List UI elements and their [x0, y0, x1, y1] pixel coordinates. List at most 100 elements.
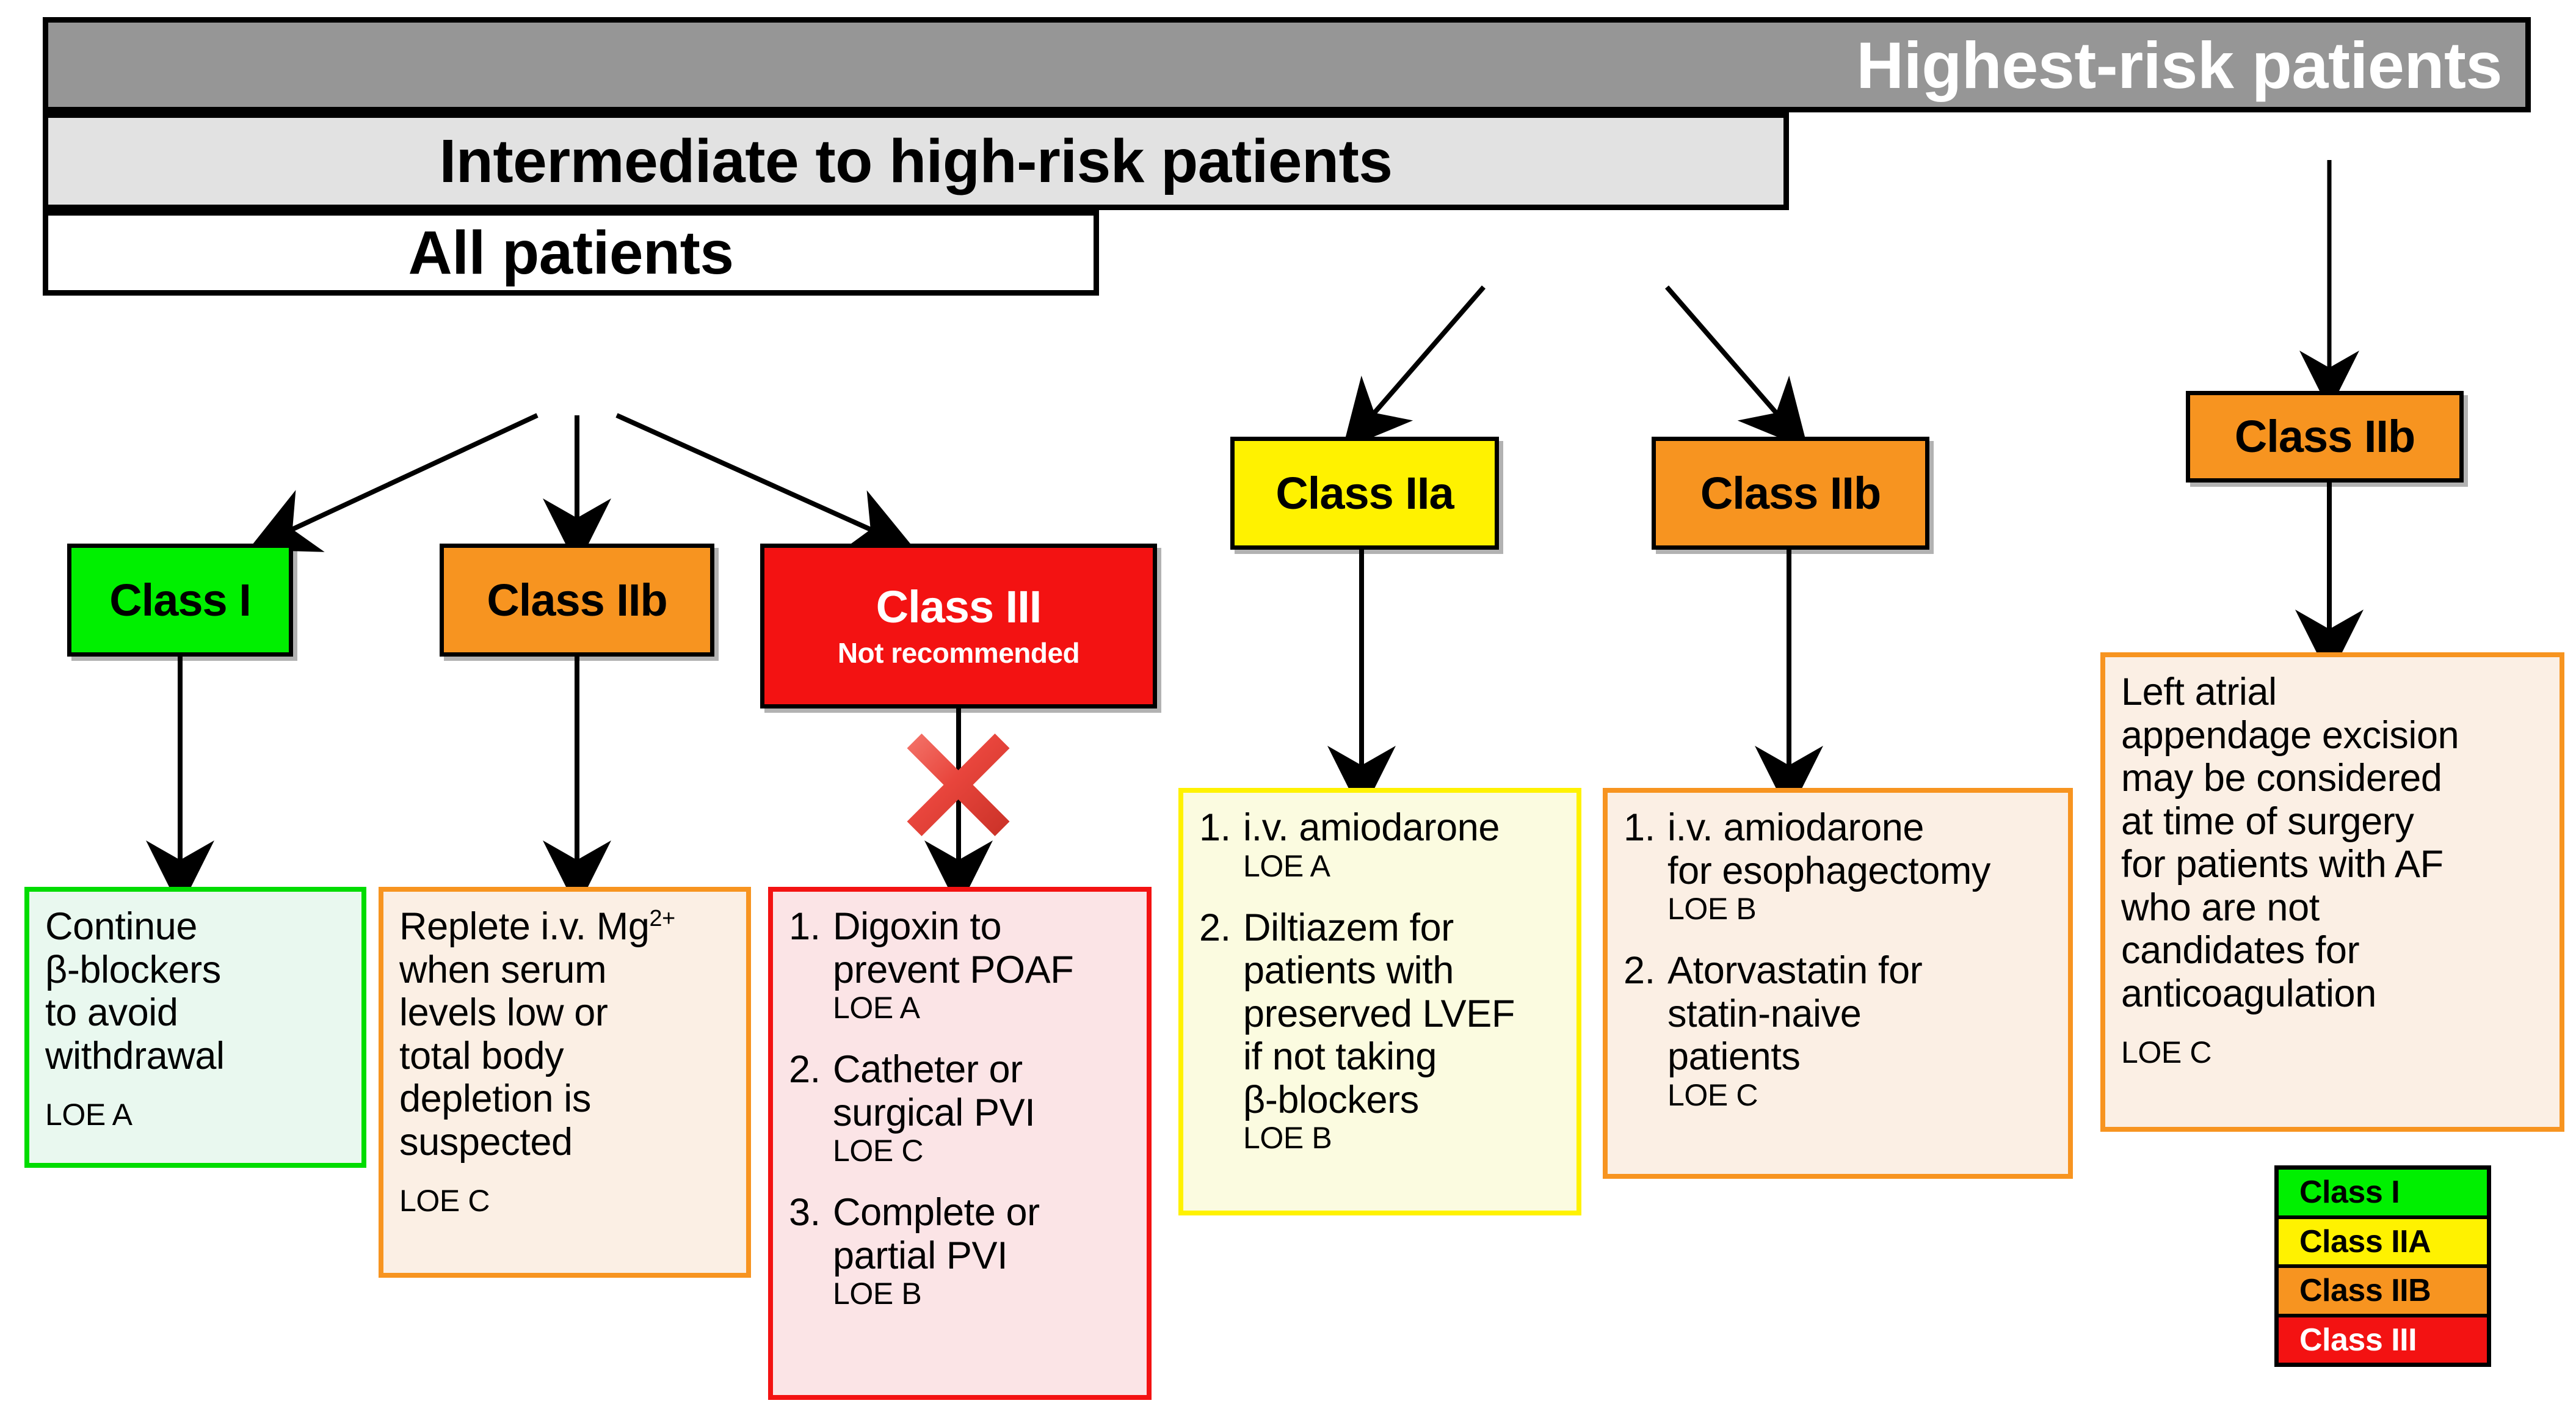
- list-item-number: 1.: [789, 905, 821, 948]
- panel-replete-magnesium: Replete i.v. Mg2+ when serum levels low …: [379, 887, 751, 1278]
- class-2b-list: 1. i.v. amiodarone for esophagectomy LOE…: [1624, 806, 2053, 1112]
- panel-replete-magnesium-line-4: depletion is: [399, 1077, 591, 1121]
- panel-laa-excision-line-3: at time of surgery: [2121, 800, 2414, 843]
- spacer: [45, 1077, 347, 1098]
- list-item-body: i.v. amiodarone for esophagectomy LOE B: [1667, 806, 2053, 926]
- panel-laa-excision-line-5: who are not: [2121, 886, 2320, 929]
- banner-highest-risk-label: Highest-risk patients: [1856, 27, 2502, 102]
- list-item-loe: LOE A: [833, 991, 920, 1025]
- panel-replete-magnesium-text: Replete i.v. Mg: [399, 905, 650, 948]
- list-item-line-0: Atorvastatin for: [1667, 949, 1923, 993]
- list-item-loe: LOE C: [1667, 1077, 1758, 1112]
- list-item: 1. i.v. amiodarone for esophagectomy LOE…: [1624, 806, 2053, 926]
- legend-label-class-2a: Class IIA: [2299, 1223, 2431, 1259]
- chip-class-3[interactable]: Class III Not recommended: [760, 544, 1157, 708]
- list-item-line-2: patients: [1667, 1035, 1801, 1079]
- legend-row-class-3: Class III: [2279, 1317, 2487, 1363]
- list-item-line-0: Diltiazem for: [1243, 906, 1454, 949]
- list-item-body: Diltiazem for patients with preserved LV…: [1243, 906, 1562, 1156]
- legend-label-class-1: Class I: [2299, 1175, 2400, 1211]
- chip-class-2b-right[interactable]: Class IIb: [2186, 391, 2464, 483]
- list-item-loe: LOE B: [1243, 1121, 1332, 1156]
- list-item-line-1: surgical PVI: [833, 1091, 1036, 1134]
- list-item-number: 2.: [1624, 949, 1655, 993]
- list-item-body: Catheter or surgical PVI LOE C: [833, 1048, 1132, 1168]
- list-item-loe: LOE B: [1667, 892, 1757, 927]
- panel-continue-betablockers-line-0: Continue: [45, 905, 197, 948]
- panel-continue-betablockers: Continue β-blockers to avoid withdrawal …: [24, 887, 366, 1168]
- list-item-number: 1.: [1624, 806, 1655, 849]
- list-item-line-2: preserved LVEF: [1243, 992, 1515, 1035]
- panel-laa-excision-loe: LOE C: [2121, 1035, 2212, 1070]
- list-item-loe: LOE C: [833, 1134, 924, 1168]
- panel-replete-magnesium-loe: LOE C: [399, 1184, 490, 1218]
- panel-laa-excision-line-2: may be considered: [2121, 757, 2442, 800]
- list-item: 2. Catheter or surgical PVI LOE C: [789, 1048, 1132, 1168]
- list-item: 3. Complete or partial PVI LOE B: [789, 1191, 1132, 1311]
- list-item-body: Complete or partial PVI LOE B: [833, 1191, 1132, 1311]
- chip-class-1[interactable]: Class I: [67, 544, 293, 657]
- panel-replete-magnesium-line-5: suspected: [399, 1120, 573, 1164]
- banner-all-patients: All patients: [43, 210, 1099, 296]
- panel-replete-magnesium-line-0: Replete i.v. Mg2+: [399, 905, 731, 949]
- panel-replete-magnesium-superscript: 2+: [649, 906, 676, 931]
- list-item-line-4: β-blockers: [1243, 1078, 1419, 1121]
- panel-replete-magnesium-line-1: when serum: [399, 948, 607, 991]
- list-item-body: Digoxin to prevent POAF LOE A: [833, 905, 1132, 1025]
- list-item-line-0: Digoxin to: [833, 905, 1002, 948]
- list-item-body: Atorvastatin for statin-naive patients L…: [1667, 949, 2053, 1112]
- chip-class-2b-mid-title: Class IIb: [1700, 467, 1881, 519]
- banner-intermediate-high-risk: Intermediate to high-risk patients: [43, 112, 1789, 210]
- list-item-body: i.v. amiodarone LOE A: [1243, 806, 1562, 883]
- legend-label-class-3: Class III: [2299, 1322, 2417, 1358]
- panel-class-2a-items: 1. i.v. amiodarone LOE A 2. Diltiazem fo…: [1178, 788, 1581, 1215]
- list-item-line-1: for esophagectomy: [1667, 849, 1991, 892]
- list-item-number: 1.: [1199, 806, 1231, 849]
- chip-class-2b-left[interactable]: Class IIb: [440, 544, 714, 657]
- panel-laa-excision-line-6: candidates for: [2121, 929, 2360, 972]
- panel-laa-excision: Left atrial appendage excision may be co…: [2100, 652, 2564, 1132]
- chip-class-3-subtitle: Not recommended: [837, 636, 1080, 669]
- red-x-icon: [907, 734, 1010, 836]
- panel-continue-betablockers-line-2: to avoid: [45, 991, 178, 1035]
- panel-class-2b-items: 1. i.v. amiodarone for esophagectomy LOE…: [1603, 788, 2073, 1179]
- chip-class-3-title: Class III: [876, 581, 1042, 632]
- chip-class-2b-right-title: Class IIb: [2234, 411, 2415, 462]
- list-item-line-0: i.v. amiodarone: [1667, 806, 1925, 849]
- banner-all-patients-label: All patients: [408, 218, 734, 287]
- legend: Class I Class IIA Class IIB Class III: [2274, 1165, 2491, 1367]
- panel-laa-excision-line-4: for patients with AF: [2121, 843, 2444, 886]
- list-item: 2. Diltiazem for patients with preserved…: [1199, 906, 1562, 1156]
- legend-row-class-1: Class I: [2279, 1170, 2487, 1219]
- panel-replete-magnesium-line-3: total body: [399, 1034, 564, 1077]
- chip-class-1-title: Class I: [109, 574, 252, 625]
- class-2a-list: 1. i.v. amiodarone LOE A 2. Diltiazem fo…: [1199, 806, 1562, 1155]
- legend-row-class-2b: Class IIB: [2279, 1268, 2487, 1317]
- list-item: 1. Digoxin to prevent POAF LOE A: [789, 905, 1132, 1025]
- list-item-number: 2.: [1199, 906, 1231, 949]
- legend-label-class-2b: Class IIB: [2299, 1273, 2431, 1309]
- list-item-loe: LOE B: [833, 1277, 922, 1311]
- list-item-number: 2.: [789, 1048, 821, 1091]
- panel-laa-excision-line-0: Left atrial: [2121, 671, 2277, 713]
- list-item-number: 3.: [789, 1191, 821, 1234]
- list-item-line-1: statin-naive: [1667, 992, 1862, 1035]
- list-item-line-1: prevent POAF: [833, 948, 1074, 991]
- chip-class-2b-left-title: Class IIb: [487, 574, 667, 625]
- banner-highest-risk: Highest-risk patients: [43, 17, 2531, 112]
- chip-class-2a-mid-title: Class IIa: [1275, 467, 1454, 519]
- chip-class-2a-mid[interactable]: Class IIa: [1230, 437, 1499, 550]
- panel-replete-magnesium-line-2: levels low or: [399, 991, 608, 1035]
- class-3-list: 1. Digoxin to prevent POAF LOE A 2. Cath…: [789, 905, 1132, 1311]
- list-item-line-0: Catheter or: [833, 1048, 1023, 1091]
- list-item-line-0: i.v. amiodarone: [1243, 806, 1500, 849]
- panel-continue-betablockers-loe: LOE A: [45, 1098, 132, 1132]
- legend-row-class-2a: Class IIA: [2279, 1218, 2487, 1268]
- panel-laa-excision-line-7: anticoagulation: [2121, 972, 2376, 1015]
- chip-class-2b-mid[interactable]: Class IIb: [1652, 437, 1929, 550]
- panel-continue-betablockers-line-3: withdrawal: [45, 1034, 225, 1077]
- list-item: 2. Atorvastatin for statin-naive patient…: [1624, 949, 2053, 1112]
- panel-class-3-items: 1. Digoxin to prevent POAF LOE A 2. Cath…: [768, 887, 1152, 1400]
- list-item-line-3: if not taking: [1243, 1035, 1437, 1079]
